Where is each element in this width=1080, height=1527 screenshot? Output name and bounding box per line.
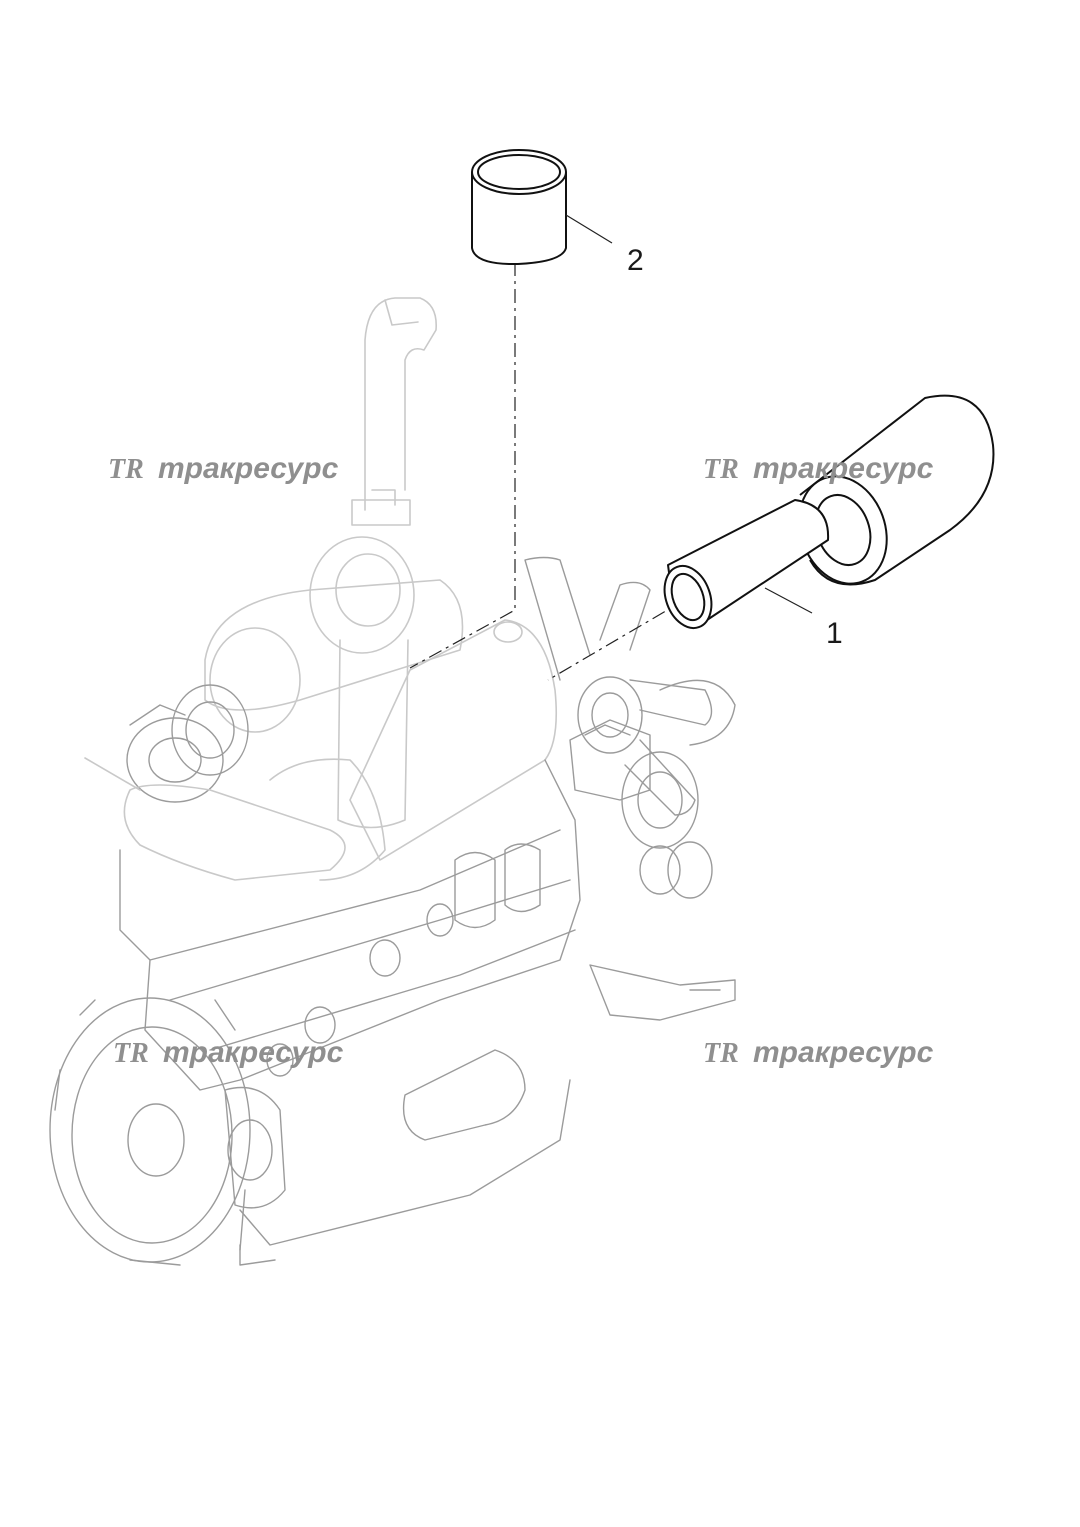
- engine-assembly-background: [49, 297, 736, 1266]
- watermark-brand-text: тракресурс: [158, 452, 339, 485]
- part-1-callout: 1: [826, 617, 843, 650]
- watermark-brand-text: тракресурс: [753, 1036, 934, 1069]
- part-2-callout: 2: [627, 244, 644, 277]
- assembly-centerlines: [409, 262, 689, 681]
- watermark-logo: TR: [108, 454, 144, 485]
- part-2-sleeve: 2: [471, 149, 644, 277]
- part-1-reducer-hose: 1: [663, 394, 995, 650]
- watermark-logo: TR: [113, 1038, 149, 1069]
- part-1-leader-line: [764, 587, 813, 614]
- watermark-brand-text: тракресурс: [163, 1036, 344, 1069]
- watermark-bottom-left: TR тракресурс: [113, 1036, 344, 1069]
- part-2-leader-line: [565, 214, 613, 244]
- watermark-logo: TR: [703, 1038, 739, 1069]
- watermark-brand-text: тракресурс: [753, 452, 934, 485]
- watermark-logo: TR: [703, 454, 739, 485]
- part-2-centerline: [409, 262, 516, 669]
- watermark-bottom-right: TR тракресурс: [703, 1036, 934, 1069]
- part-1-centerline: [547, 597, 689, 681]
- watermark-top-left: TR тракресурс: [108, 452, 339, 485]
- watermark-top-right: TR тракресурс: [703, 452, 934, 485]
